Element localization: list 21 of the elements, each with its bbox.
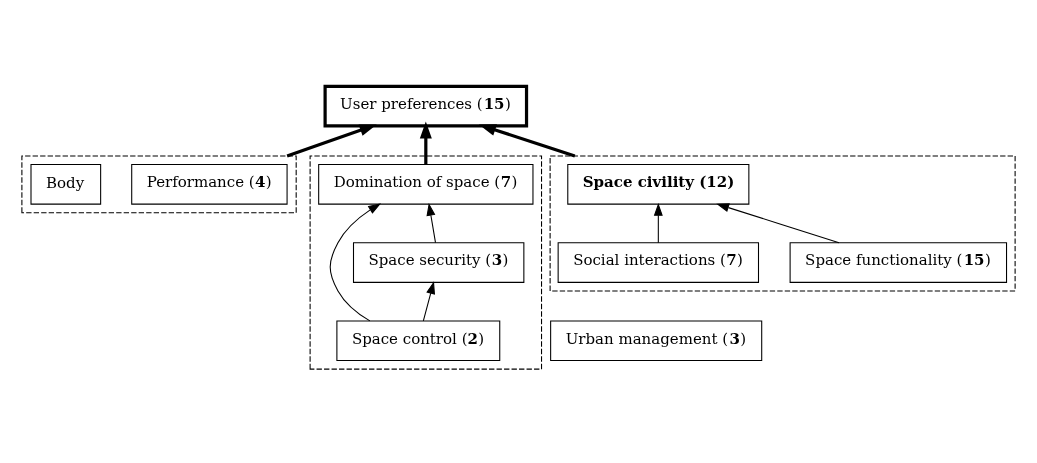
cluster [549,154,1016,291]
arrow [716,202,840,243]
node-box: Space functionality (15) [789,241,1008,283]
arrow [426,202,437,243]
arrow [329,202,382,321]
arrow [419,120,432,164]
node-box: Body [30,163,102,205]
node-box: User preferences (15) [323,84,529,128]
node-box: Domination of space (7) [318,163,534,205]
node-box: Performance (4) [131,163,288,205]
arrow [422,280,435,321]
node-box: Space control (2) [336,319,501,361]
arrow [286,123,377,157]
node-box: Urban management (3) [550,319,763,361]
node-box: Space civility (12) [567,163,750,205]
arrow [478,123,576,157]
node-box: Space security (3) [352,241,525,283]
node-box: Social interactions (7) [557,241,760,283]
arrow [653,202,663,243]
cluster [21,154,297,213]
cluster [309,154,543,370]
